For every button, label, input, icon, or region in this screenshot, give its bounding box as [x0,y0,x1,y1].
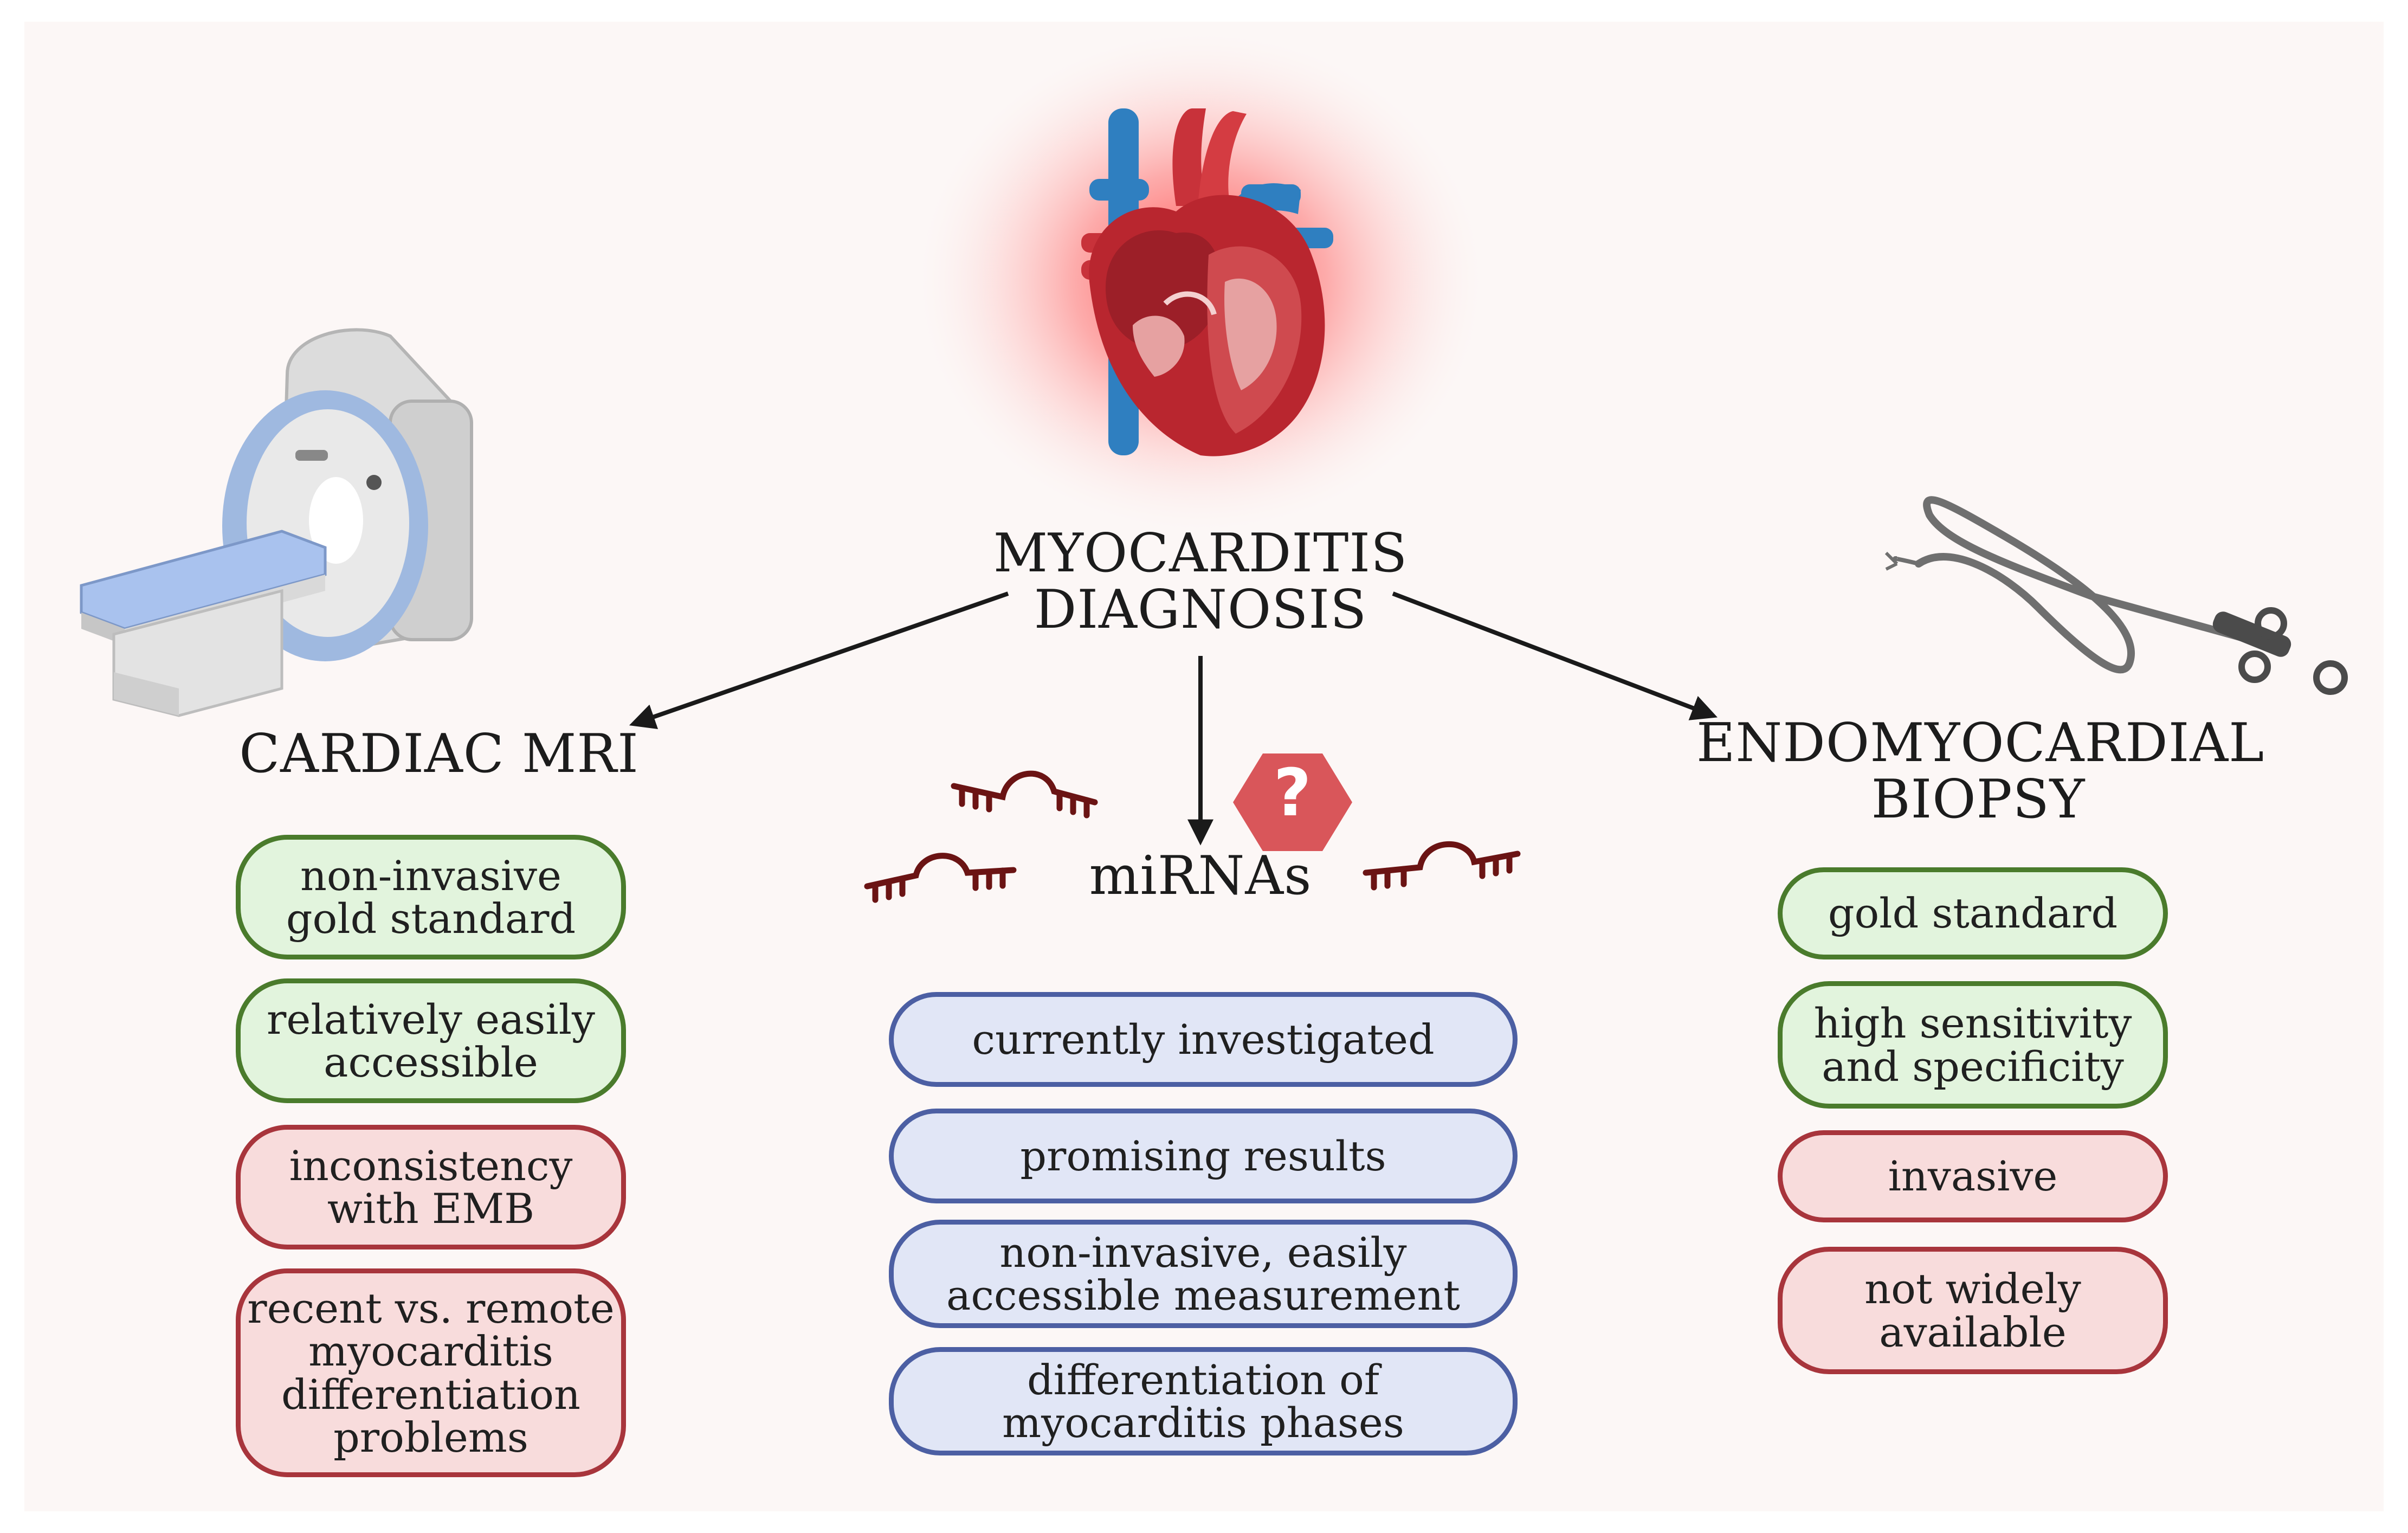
question-mark-text: ? [1273,756,1312,831]
question-badge-icon [1233,753,1352,851]
mirna-item: currently investigated [889,992,1518,1087]
mri-scanner-icon [80,328,473,717]
arrow-to-mri [629,591,1009,730]
emb-item: invasive [1778,1130,2168,1222]
mri-item: inconsistency with EMB [236,1125,626,1249]
emb-item: gold standard [1778,867,2168,959]
biopsy-forceps-icon [1884,496,2348,695]
column-title-mirna: miRNAs [1089,845,1312,907]
emb-item: high sensitivity and specificity [1778,981,2168,1109]
mirna-icon [864,770,1521,903]
mri-item: non-invasive gold standard [236,835,626,959]
heart-icon [919,33,1482,531]
mri-item: recent vs. remote myocarditis differenti… [236,1268,626,1477]
arrows [629,591,1718,846]
arrow-to-emb [1392,591,1718,720]
mri-item: relatively easily accessible [236,978,626,1103]
mirna-item: promising results [889,1109,1518,1203]
mirna-item: differentiation of myocarditis phases [889,1347,1518,1455]
column-title-mri: CARDIAC MRI [239,723,639,785]
column-title-emb: ENDOMYOCARDIAL BIOPSY [1696,712,2265,830]
center-title: MYOCARDITIS DIAGNOSIS [993,523,1408,641]
mirna-item: non-invasive, easily accessible measurem… [889,1220,1518,1328]
emb-item: not widely available [1778,1247,2168,1374]
